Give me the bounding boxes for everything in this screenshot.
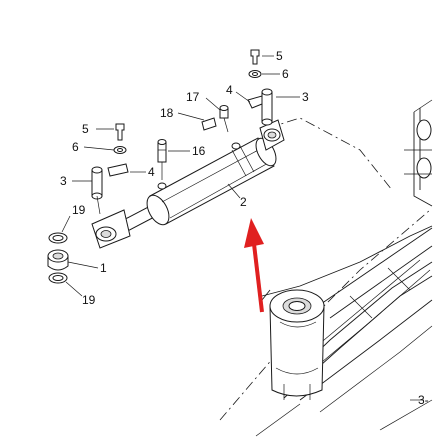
callout-18: 18	[160, 106, 174, 120]
snap-ring-upper	[48, 232, 68, 244]
callout-6-left: 6	[72, 140, 79, 154]
callout-16: 16	[192, 144, 206, 158]
callout-17: 17	[186, 90, 200, 104]
callout-3-upper: 3	[302, 90, 309, 104]
pin-upper	[247, 88, 273, 126]
callout-6-upper: 6	[282, 67, 289, 81]
boom-arm-structure	[149, 99, 433, 437]
callout-4-upper: 4	[226, 83, 233, 97]
bushing-1	[47, 249, 69, 271]
hydraulic-cylinder	[91, 119, 285, 249]
leader-lines	[61, 55, 424, 401]
callout-5-upper: 5	[276, 49, 283, 63]
callout-labels: 5 6 4 3 17 18 5 6 16 4 3 2 19 1 19 3-	[60, 49, 429, 407]
callout-3-right: 3-	[418, 393, 429, 407]
grease-fitting	[201, 105, 229, 133]
pin-left	[91, 166, 103, 215]
callout-1: 1	[100, 261, 107, 275]
callout-2: 2	[240, 195, 247, 209]
fitting-16	[157, 139, 167, 180]
snap-ring-lower	[48, 272, 68, 284]
callout-19-upper: 19	[72, 203, 86, 217]
highlight-arrow	[244, 218, 264, 313]
callout-5-left: 5	[82, 122, 89, 136]
callout-3-left: 3	[60, 174, 67, 188]
bolt-upper	[248, 49, 262, 78]
callout-4-left: 4	[148, 165, 155, 179]
callout-19-lower: 19	[82, 293, 96, 307]
